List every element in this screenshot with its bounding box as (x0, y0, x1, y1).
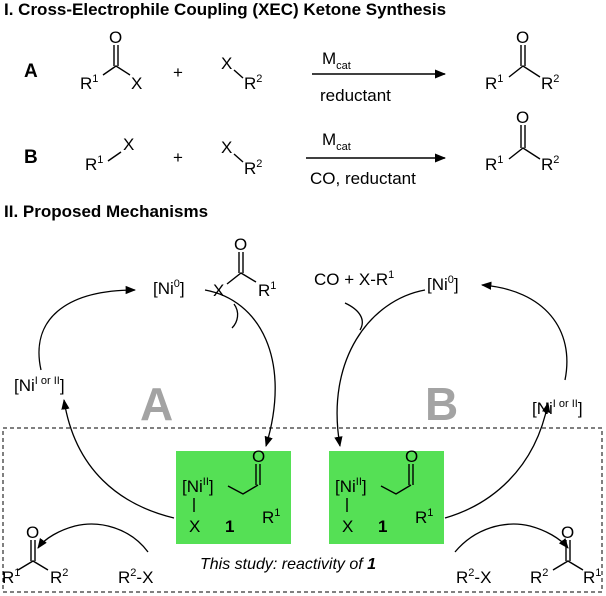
complex-a-x: X (189, 517, 200, 536)
reaction-b: B R1 X + X R2 Mcat CO, reductant R1 O R2 (24, 108, 559, 188)
product-oxygen-a: O (516, 28, 529, 47)
complex-1-a: [NiII] O R1 X 1 (182, 447, 280, 536)
arrow-release-product-a (37, 523, 149, 553)
catalyst-b: Mcat (322, 130, 351, 153)
halide-bond (233, 69, 244, 79)
acyl-bonds (102, 65, 131, 76)
co-entry-curve (344, 302, 363, 331)
acyl-r1: R1 (80, 73, 98, 93)
product-bonds-a (508, 65, 541, 78)
product-a-r2: R2 (50, 567, 68, 587)
acyl-halide-bonds (226, 272, 257, 285)
alkyl-bond (107, 151, 122, 162)
catalyst-a: Mcat (322, 49, 351, 72)
r2x-b: R2-X (456, 567, 491, 587)
conditions-b: CO, reductant (310, 169, 416, 188)
acyl-halide-carbonyl (238, 252, 244, 273)
reaction-b-label: B (24, 147, 38, 168)
complex-b-x: X (342, 517, 353, 536)
acyl-halide-oxygen: O (234, 235, 247, 254)
complex-b-number: 1 (378, 517, 387, 536)
cycle-b-arrows (334, 281, 569, 553)
niox-a: [NiI or II] (14, 375, 65, 395)
product-r2-a: R2 (541, 73, 559, 93)
section-1-title: I. Cross-Electrophile Coupling (XEC) Ket… (4, 0, 446, 19)
complex-b-carbonyl (408, 464, 414, 485)
reductant-a: reductant (320, 86, 391, 105)
complex-b-r1: R1 (415, 507, 433, 527)
acyl-halide-cycle-a: X O R1 (213, 235, 276, 300)
arrow-to-niox-b (444, 401, 551, 519)
cycle-a-label: A (140, 378, 173, 430)
product-oxygen-b: O (516, 108, 529, 127)
ni0-a: [Ni0] (153, 278, 185, 298)
halide-bond-b (233, 153, 244, 163)
product-cycle-b: O R2 R1 (530, 523, 601, 587)
reaction-a: A R1 O X + X R2 Mcat reductant R1 O R2 (24, 28, 559, 105)
product-b-oxygen: O (561, 523, 574, 542)
product-a-r1: R1 (2, 567, 20, 587)
complex-a-bonds (227, 484, 259, 495)
acyl-halide-r1: R1 (258, 280, 276, 300)
halide-x: X (221, 54, 232, 73)
product-a-bonds (17, 560, 49, 571)
complex-a-ni: [NiII] (182, 476, 214, 496)
halide-r2-b: R2 (244, 158, 262, 178)
cycle-a-arrows (37, 285, 276, 553)
complex-1-b: [NiII] O R1 X 1 (335, 447, 433, 536)
acyl-oxygen: O (109, 28, 122, 47)
study-caption: This study: reactivity of 1 (200, 556, 376, 573)
section-2-title: II. Proposed Mechanisms (4, 202, 208, 221)
product-r1-a: R1 (485, 73, 503, 93)
ni0-b: [Ni0] (427, 274, 459, 294)
complex-a-carbonyl (255, 464, 261, 485)
arrow-oxidative-addition-b (334, 289, 426, 448)
arrow-to-ni0-a (38, 285, 137, 371)
r2x-a: R2-X (118, 567, 153, 587)
complex-highlight-b (329, 451, 444, 544)
product-a-oxygen: O (26, 523, 39, 542)
acyl-x: X (131, 74, 142, 93)
complex-b-oxygen: O (405, 447, 418, 466)
product-b-r2: R2 (530, 567, 548, 587)
complex-a-oxygen: O (252, 447, 265, 466)
product-a-carbonyl (30, 540, 36, 561)
acyl-halide-x: X (213, 281, 224, 300)
arrow-oxidative-addition-a (204, 289, 276, 447)
alkyl-r1: R1 (85, 154, 103, 174)
product-b-bonds (552, 560, 584, 571)
plus-a: + (173, 63, 183, 82)
study-dashed-box (2, 427, 603, 593)
arrow-to-niox-a (61, 398, 175, 519)
complex-highlight-a (176, 451, 291, 544)
co-xr1: CO + X-R1 (314, 269, 394, 289)
product-b-r1: R1 (583, 567, 601, 587)
halide-x-b: X (221, 138, 232, 157)
complex-a-number: 1 (225, 517, 234, 536)
plus-b: + (173, 148, 183, 167)
complex-a-r1: R1 (262, 507, 280, 527)
alkyl-x: X (123, 135, 134, 154)
acyl-entry-curve (231, 303, 239, 329)
product-b-carbonyl (565, 540, 571, 561)
cycle-b-label: B (425, 378, 458, 430)
product-cycle-a: O R1 R2 (2, 523, 68, 587)
niox-b: [NiI or II] (532, 398, 583, 418)
complex-b-ni: [NiII] (335, 476, 367, 496)
arrow-release-product-b (454, 523, 569, 553)
product-bonds-b (508, 147, 541, 160)
product-carbonyl-a (520, 45, 526, 66)
complex-b-bonds (380, 484, 412, 495)
reaction-a-label: A (24, 61, 38, 82)
carbonyl-bond (113, 45, 119, 66)
product-r1-b: R1 (485, 154, 503, 174)
halide-r2: R2 (244, 73, 262, 93)
product-r2-b: R2 (541, 154, 559, 174)
arrow-to-ni0-b (480, 281, 568, 381)
product-carbonyl-b (520, 125, 526, 148)
